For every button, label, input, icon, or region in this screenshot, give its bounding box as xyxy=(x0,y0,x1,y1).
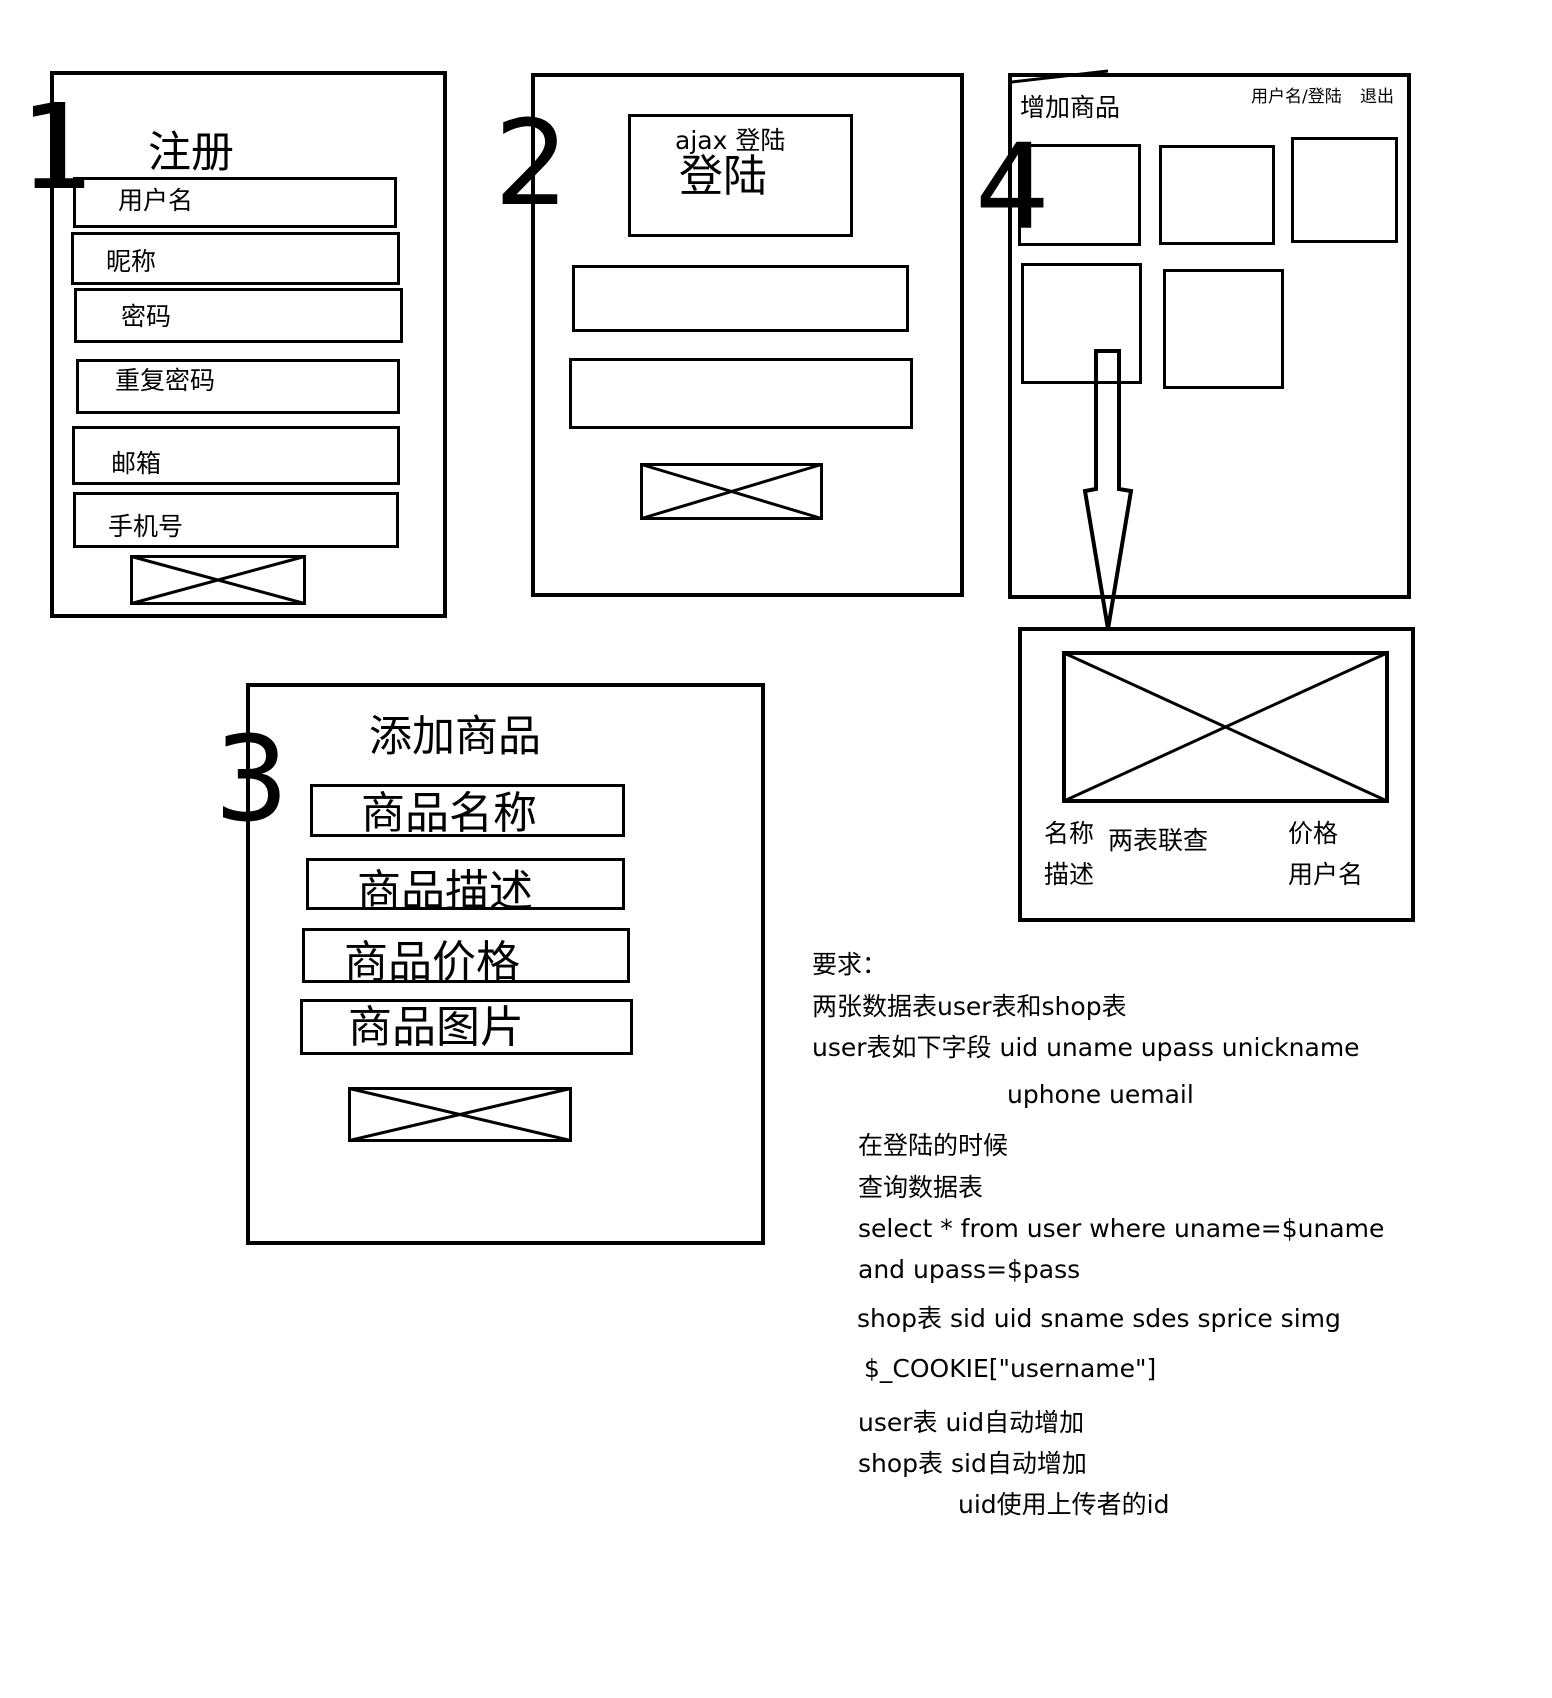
notes-heading: 要求： xyxy=(812,950,888,979)
product-card[interactable] xyxy=(1163,269,1284,389)
repeat-password-field-label: 重复密码 xyxy=(115,366,216,395)
screen-number-3: 3 xyxy=(214,710,290,848)
phone-field-label: 手机号 xyxy=(108,512,184,541)
detail-username-label: 用户名 xyxy=(1288,860,1364,889)
login-header-box: ajax 登陆 登陆 xyxy=(628,114,853,237)
add-product-submit-button[interactable] xyxy=(348,1087,572,1142)
product-image-field[interactable]: 商品图片 xyxy=(300,999,633,1055)
login-header-small: ajax 登陆 xyxy=(675,126,786,155)
register-screen xyxy=(50,71,447,618)
notes-line: $_COOKIE["username"] xyxy=(864,1354,1157,1383)
product-price-field[interactable]: 商品价格 xyxy=(302,928,630,988)
corner-stroke xyxy=(1011,69,1109,84)
login-password-input[interactable] xyxy=(569,358,913,429)
product-name-field[interactable]: 商品名称 xyxy=(310,784,625,837)
login-screen xyxy=(531,73,964,597)
nickname-field-label: 昵称 xyxy=(106,247,157,276)
nickname-field[interactable]: 昵称 xyxy=(71,232,400,285)
product-card[interactable] xyxy=(1018,144,1141,246)
product-detail-screen xyxy=(1018,627,1415,922)
notes-line: 在登陆的时候 xyxy=(858,1131,1009,1160)
repeat-password-field[interactable]: 重复密码 xyxy=(76,359,400,414)
logout-link[interactable]: 退出 xyxy=(1360,87,1394,107)
add-product-screen xyxy=(246,683,765,1245)
product-price-label: 商品价格 xyxy=(344,937,520,988)
user-login-link[interactable]: 用户名/登陆 xyxy=(1251,87,1342,107)
screen-number-1: 1 xyxy=(20,78,96,216)
email-field-label: 邮箱 xyxy=(111,449,162,478)
product-card[interactable] xyxy=(1159,145,1275,245)
notes-line: user表 uid自动增加 xyxy=(858,1408,1085,1437)
notes-line: select * from user where uname=$uname xyxy=(858,1214,1385,1243)
notes-line: 两张数据表user表和shop表 xyxy=(812,992,1127,1021)
login-username-input[interactable] xyxy=(572,265,909,332)
phone-field[interactable]: 手机号 xyxy=(73,492,399,548)
add-product-link[interactable]: 增加商品 xyxy=(1020,93,1121,122)
product-name-label: 商品名称 xyxy=(361,788,537,839)
product-card[interactable] xyxy=(1291,137,1398,243)
detail-price-label: 价格 xyxy=(1288,819,1339,848)
add-product-title: 添加商品 xyxy=(369,712,541,762)
username-field-label: 用户名 xyxy=(118,186,194,215)
product-desc-field[interactable]: 商品描述 xyxy=(306,858,625,914)
notes-line: uid使用上传者的id xyxy=(958,1490,1170,1519)
notes-line: 查询数据表 xyxy=(858,1173,984,1202)
register-title: 注册 xyxy=(148,128,234,178)
product-detail-image xyxy=(1062,651,1389,803)
password-field[interactable]: 密码 xyxy=(74,288,403,343)
password-field-label: 密码 xyxy=(121,302,172,331)
notes-line: shop表 sid自动增加 xyxy=(858,1449,1087,1478)
notes-line: shop表 sid uid sname sdes sprice simg xyxy=(857,1304,1341,1333)
detail-join-note: 两表联查 xyxy=(1108,826,1209,855)
screen-number-4: 4 xyxy=(975,118,1051,256)
product-list-screen xyxy=(1008,73,1411,599)
detail-name-label: 名称 xyxy=(1044,819,1095,848)
detail-desc-label: 描述 xyxy=(1044,860,1095,889)
product-card[interactable] xyxy=(1021,263,1142,384)
login-header-large: 登陆 xyxy=(679,151,767,202)
notes-line: and upass=$pass xyxy=(858,1255,1081,1284)
username-field[interactable]: 用户名 xyxy=(73,177,397,228)
notes-line: uphone uemail xyxy=(1007,1080,1194,1109)
product-desc-label: 商品描述 xyxy=(357,866,533,917)
login-submit-button[interactable] xyxy=(640,463,823,520)
register-submit-button[interactable] xyxy=(130,555,306,605)
email-field[interactable]: 邮箱 xyxy=(72,426,400,485)
product-image-label: 商品图片 xyxy=(348,1002,524,1053)
notes-line: user表如下字段 uid uname upass unickname xyxy=(812,1033,1360,1062)
down-arrow xyxy=(1082,349,1134,630)
